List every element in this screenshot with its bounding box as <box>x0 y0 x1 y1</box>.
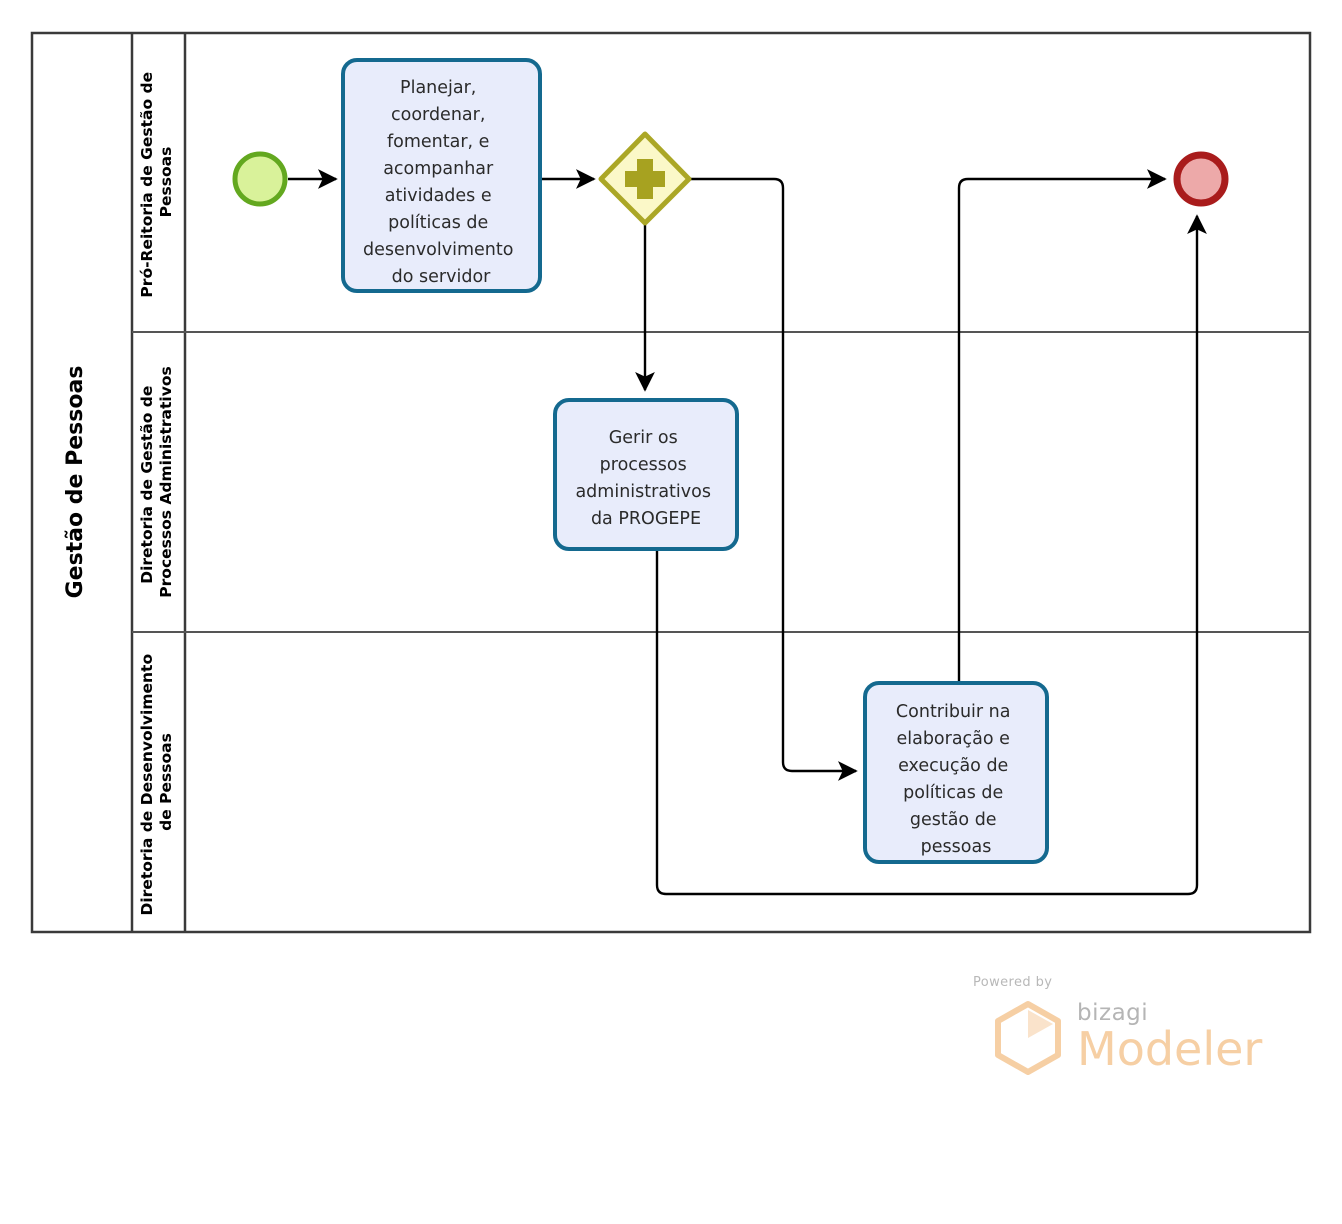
plus-icon <box>625 159 665 199</box>
task-label: Planejar, coordenar, fomentar, e acompan… <box>363 78 519 287</box>
watermark-product: Modeler <box>1077 1022 1263 1076</box>
parallel-gateway[interactable] <box>598 131 692 226</box>
lane-diretoria-desenvolvimento[interactable]: Diretoria de Desenvolvimento de Pessoas <box>138 648 175 916</box>
lane-label: Pró-Reitoria de Gestão de Pessoas <box>138 66 175 297</box>
flow-contribuir-to-end[interactable] <box>957 169 1167 682</box>
flow-gateway-to-contribuir[interactable] <box>690 177 858 781</box>
task-contribuir-politicas[interactable]: Contribuir na elaboração e execução de p… <box>863 681 1049 864</box>
task-label: Contribuir na elaboração e execução de p… <box>896 702 1016 857</box>
task-planejar[interactable]: Planejar, coordenar, fomentar, e acompan… <box>341 58 542 293</box>
start-event[interactable] <box>232 151 288 207</box>
flow-gerir-to-end[interactable] <box>655 214 1207 896</box>
watermark-brand: bizagi <box>1077 1000 1149 1026</box>
end-event[interactable] <box>1173 151 1229 207</box>
lane-label: Diretoria de Desenvolvimento de Pessoas <box>138 648 175 915</box>
pool-gestao-de-pessoas[interactable]: Gestão de Pessoas <box>30 31 1312 934</box>
pool-title: Gestão de Pessoas <box>63 366 88 599</box>
sequence-flows <box>288 169 1207 896</box>
task-label: Gerir os processos administrativos da PR… <box>575 428 716 529</box>
lane-label: Diretoria de Gestão de Processos Adminis… <box>138 366 175 597</box>
watermark-powered-by: Powered by <box>973 975 1053 990</box>
lane-pro-reitoria[interactable]: Pró-Reitoria de Gestão de Pessoas <box>138 66 175 298</box>
task-gerir-processos[interactable]: Gerir os processos administrativos da PR… <box>553 398 739 551</box>
lane-diretoria-processos[interactable]: Diretoria de Gestão de Processos Adminis… <box>138 366 175 597</box>
bizagi-logo-icon <box>995 1001 1061 1075</box>
